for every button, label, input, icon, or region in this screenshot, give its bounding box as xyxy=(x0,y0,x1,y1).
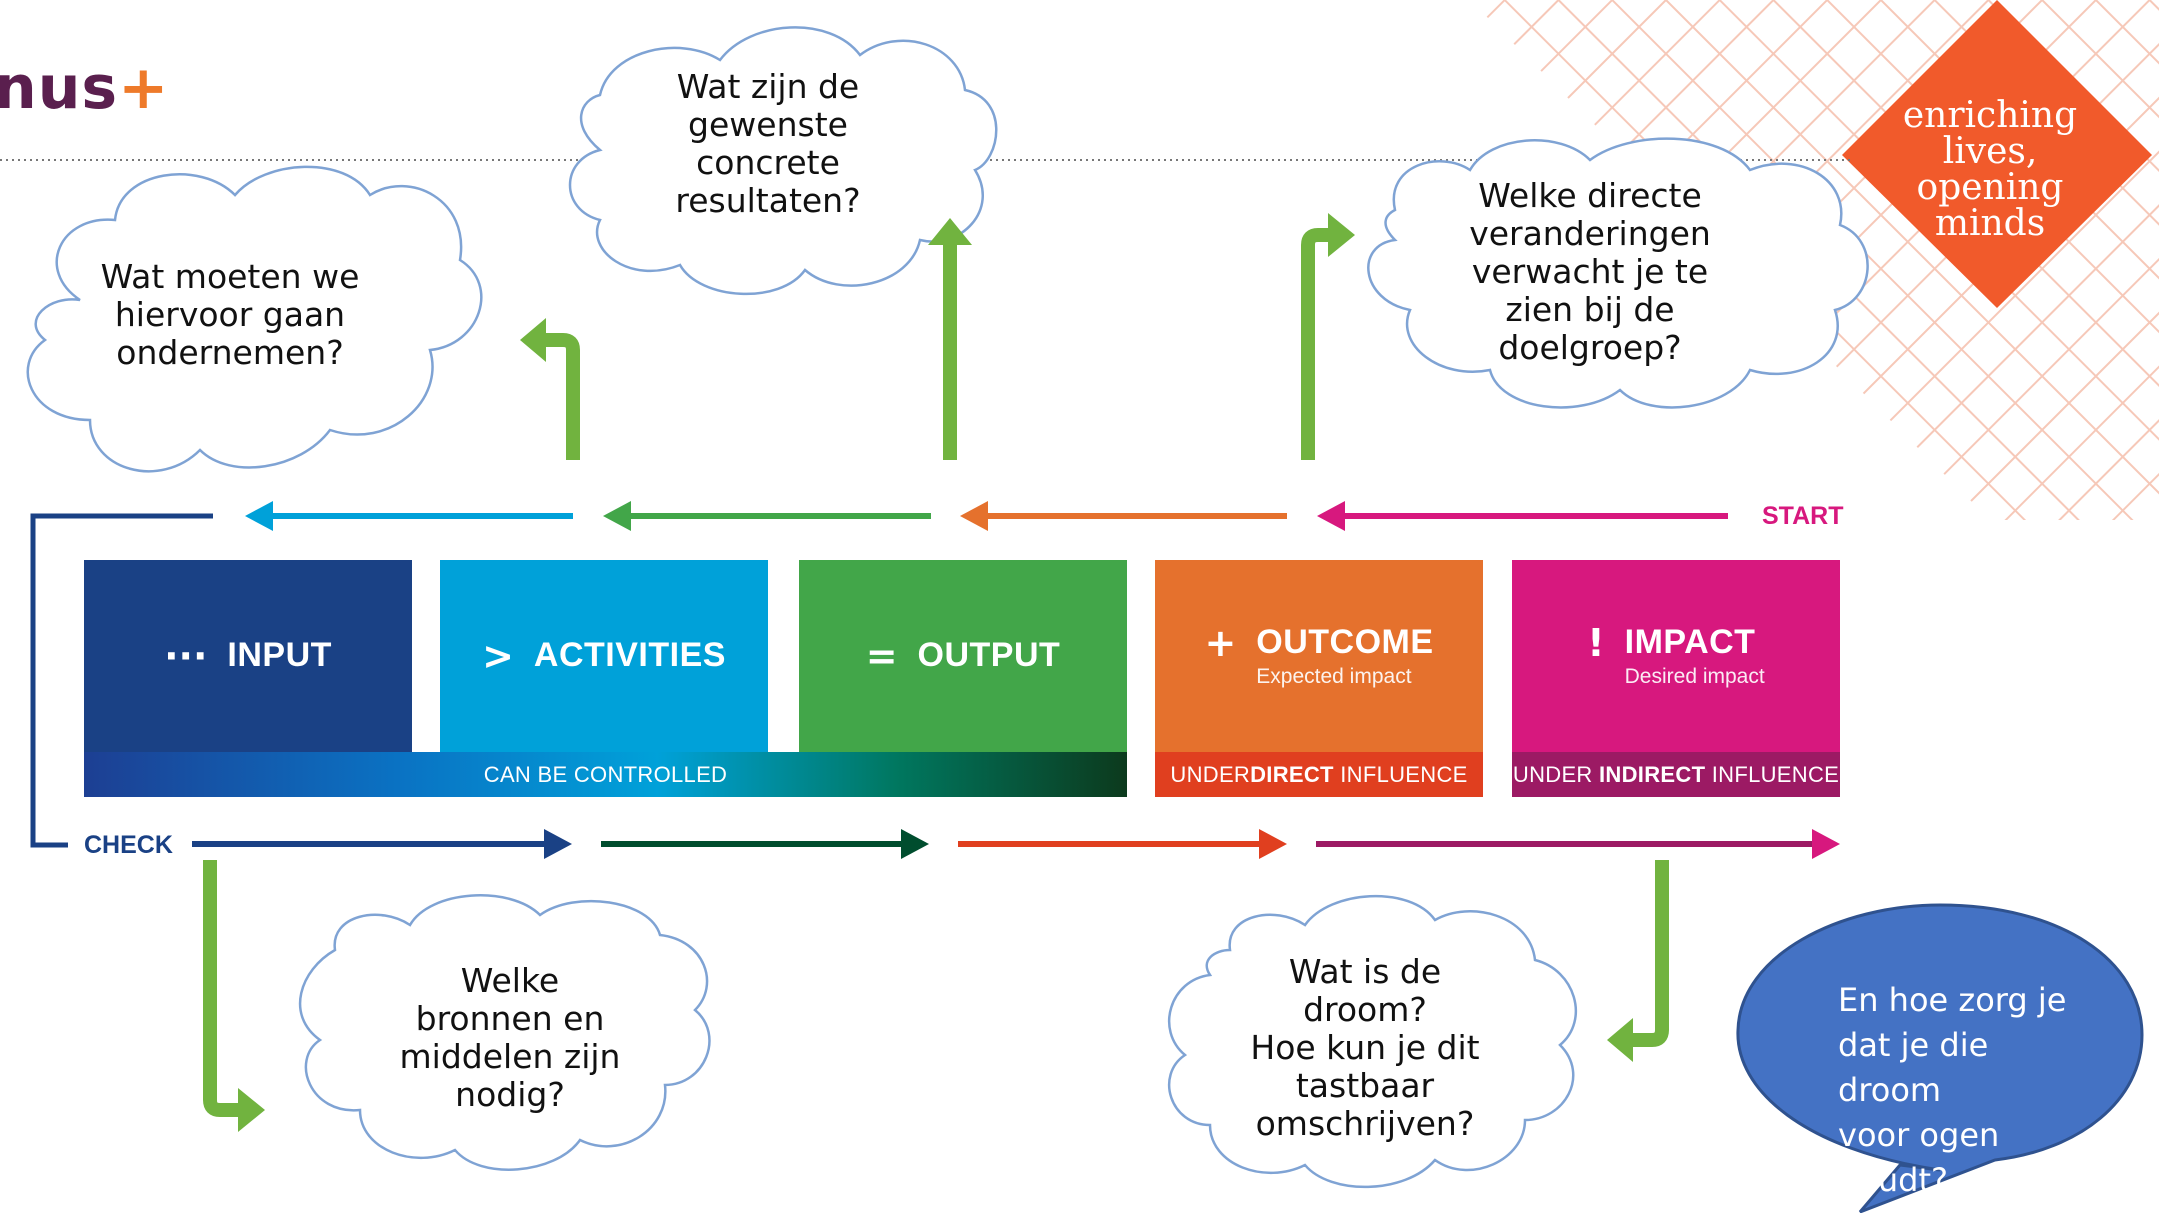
band-direct-label: UNDER DIRECT INFLUENCE xyxy=(1155,752,1483,797)
block-output-label: OUTPUT xyxy=(917,636,1061,674)
block-outcome-label: OUTCOME xyxy=(1256,623,1434,661)
cloud-impact xyxy=(1168,894,1577,1189)
chevron-right-icon: > xyxy=(482,634,514,678)
band-direct-bold: DIRECT xyxy=(1250,761,1334,787)
block-impact: ! IMPACT Desired impact xyxy=(1512,560,1840,752)
block-impact-subtitle: Desired impact xyxy=(1624,665,1765,688)
arrowhead xyxy=(1259,829,1287,859)
band-direct-bg xyxy=(1155,752,1483,797)
band-direct-post: INFLUENCE xyxy=(1333,761,1468,787)
arrowhead xyxy=(960,501,988,531)
arrowhead xyxy=(245,501,273,531)
band-indirect-post: INFLUENCE xyxy=(1705,761,1840,787)
block-outcome: + OUTCOME Expected impact xyxy=(1155,560,1483,752)
band-indirect-label: UNDER INDIRECT INFLUENCE xyxy=(1512,752,1840,797)
arrowhead xyxy=(520,318,546,362)
arrowhead xyxy=(1328,213,1355,257)
cloud-output xyxy=(568,26,998,296)
arrowhead xyxy=(544,829,572,859)
tagline: enriching lives, opening minds xyxy=(1902,95,2078,244)
check-label: CHECK xyxy=(84,831,173,859)
logo-plus: + xyxy=(118,53,170,123)
speech-bubble-text: En hoe zorg je dat je die droom voor oge… xyxy=(1838,981,2067,1199)
band-indirect-bg xyxy=(1512,752,1840,797)
block-input-label: INPUT xyxy=(227,636,332,674)
equals-icon: = xyxy=(865,634,898,678)
arrowhead xyxy=(928,218,972,245)
cloud-text-input: Welke bronnen en middelen zijn nodig? xyxy=(399,961,621,1114)
cloud-text-output: Wat zijn de gewenste concrete resultaten… xyxy=(675,67,861,220)
check-bracket xyxy=(30,513,213,848)
arrowhead xyxy=(1812,829,1840,859)
tagline-diamond xyxy=(1842,0,2152,308)
band-controlled-bg xyxy=(84,752,1127,797)
block-input: ··· INPUT xyxy=(84,560,412,752)
logo-text: nus xyxy=(0,53,119,123)
cloud-shapes xyxy=(26,26,1869,1189)
block-output: = OUTPUT xyxy=(799,560,1127,752)
arrowhead xyxy=(1317,501,1345,531)
block-impact-label: IMPACT xyxy=(1624,623,1756,661)
speech-bubble-shape xyxy=(1736,903,2144,1213)
logo: nus+ xyxy=(0,58,169,118)
arrowhead xyxy=(238,1088,265,1132)
cloud-text-activities: Wat moeten we hiervoor gaan ondernemen? xyxy=(100,257,360,372)
cloud-input xyxy=(298,894,711,1171)
callout-arrows xyxy=(203,228,1669,1117)
cloud-text-impact: Wat is de droom? Hoe kun je dit tastbaar… xyxy=(1250,952,1480,1143)
callout-arrow-input xyxy=(203,860,245,1117)
block-activities: > ACTIVITIES xyxy=(440,560,768,752)
arrowhead xyxy=(901,829,929,859)
cloud-activities xyxy=(26,165,483,473)
band-controlled-label: CAN BE CONTROLLED xyxy=(483,761,728,787)
exclamation-icon: ! xyxy=(1587,621,1605,665)
arrowhead xyxy=(1607,1018,1633,1062)
arrowhead xyxy=(603,501,631,531)
block-activities-label: ACTIVITIES xyxy=(533,636,726,674)
band-indirect-bold: INDIRECT xyxy=(1599,761,1706,787)
cloud-outcome xyxy=(1367,137,1869,409)
callout-arrowheads xyxy=(238,213,1633,1132)
cloud-text-outcome: Welke directe veranderingen verwacht je … xyxy=(1469,176,1711,367)
band-direct-pre: UNDER xyxy=(1170,761,1251,787)
plus-icon: + xyxy=(1204,621,1237,665)
bottom-flow-arrows xyxy=(192,829,1840,859)
band-indirect-pre: UNDER xyxy=(1512,761,1600,787)
callout-arrow-activities xyxy=(540,333,580,460)
ellipsis-icon: ··· xyxy=(164,634,208,678)
callout-arrow-impact xyxy=(1628,860,1669,1047)
callout-arrow-outcome xyxy=(1301,228,1330,460)
block-outcome-subtitle: Expected impact xyxy=(1256,665,1412,688)
top-flow-arrows xyxy=(245,501,1728,531)
start-label: START xyxy=(1762,502,1844,530)
